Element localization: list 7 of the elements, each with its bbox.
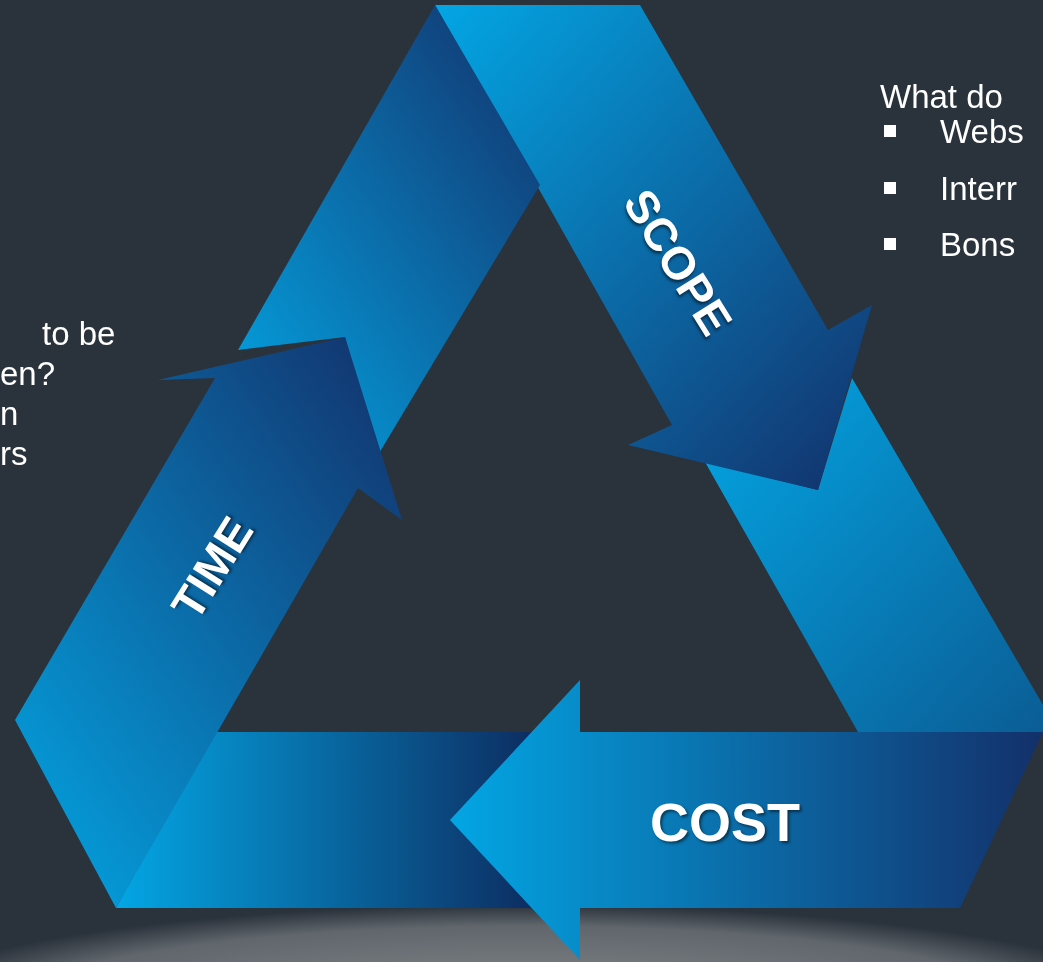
- text-label: to be: [42, 314, 116, 354]
- arrow-label: COST: [650, 795, 800, 849]
- text-label: Bons: [940, 225, 1016, 265]
- text-label: n: [0, 394, 19, 434]
- text-label: Interr: [940, 169, 1018, 209]
- text-label: rs: [0, 434, 28, 474]
- text-label: en?: [0, 354, 56, 394]
